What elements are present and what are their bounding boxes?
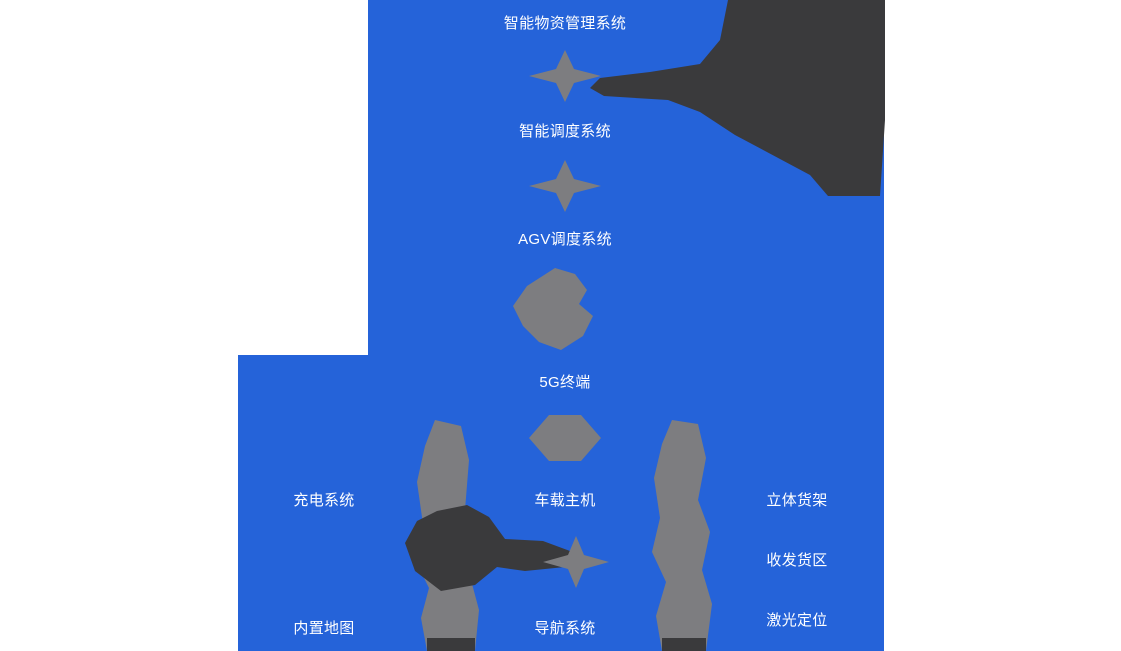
blue-panel-bottom xyxy=(238,355,884,651)
label-stereoscopic-shelf: 立体货架 xyxy=(766,492,828,509)
four-point-star-icon-1 xyxy=(529,50,601,102)
label-agv-dispatch: AGV调度系统 xyxy=(518,231,612,248)
dark-blob-lower xyxy=(405,505,570,591)
label-charging-system: 充电系统 xyxy=(293,492,355,509)
dark-blob-top-right xyxy=(590,0,885,196)
label-navigation-system: 导航系统 xyxy=(534,620,596,637)
label-builtin-map: 内置地图 xyxy=(293,620,355,637)
label-intelligent-material-management: 智能物资管理系统 xyxy=(503,15,627,32)
label-intelligent-dispatch: 智能调度系统 xyxy=(519,123,611,140)
blob-icon-1 xyxy=(513,268,593,350)
pillar-right-icon xyxy=(652,420,712,651)
label-receiving-shipping-area: 收发货区 xyxy=(766,552,828,569)
four-point-star-icon-3 xyxy=(543,536,609,588)
label-5g-terminal: 5G终端 xyxy=(539,374,591,391)
label-laser-positioning: 激光定位 xyxy=(766,612,828,629)
four-point-star-icon-2 xyxy=(529,160,601,212)
label-vehicle-host: 车载主机 xyxy=(534,492,596,509)
hexagon-icon-1 xyxy=(529,415,601,461)
